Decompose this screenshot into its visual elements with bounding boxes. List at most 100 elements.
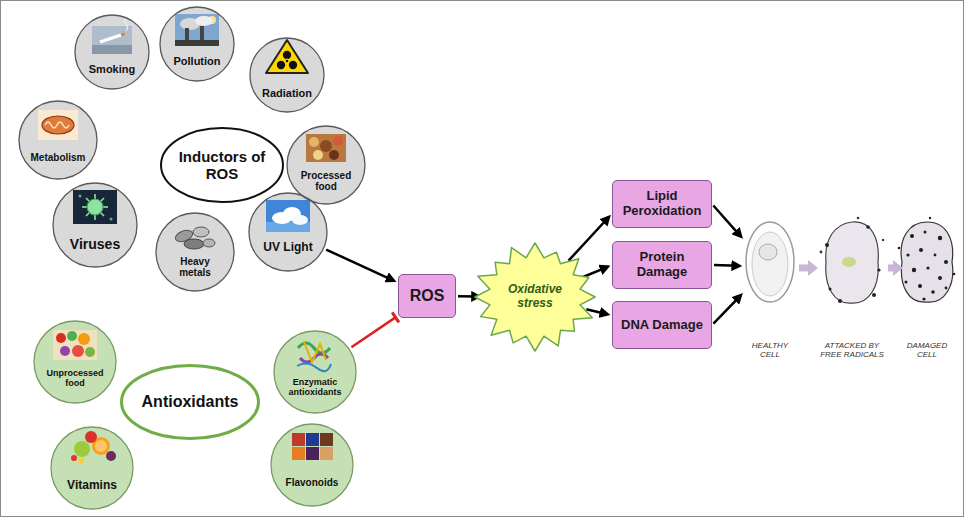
heavy-metals-icon (193, 227, 209, 237)
damaged-cell-picture (898, 247, 901, 250)
vitamins-icon (71, 455, 77, 461)
group-ellipse: Antioxidants (120, 364, 260, 440)
attacked-cell-picture (820, 251, 823, 254)
radiation-icon (277, 61, 285, 69)
node-outline (159, 6, 235, 82)
damaged-cell-picture (926, 266, 929, 269)
node-label: Lipid Peroxidation (620, 189, 704, 219)
attacked-cell-picture (838, 299, 842, 303)
inducer-circle: Radiation (249, 37, 325, 113)
enzyme-ribbon-icon (298, 343, 330, 353)
attacked-cell-picture (857, 217, 860, 220)
flavonoids-icon (292, 433, 305, 446)
circle-outline (160, 7, 234, 81)
radiation-icon (266, 40, 308, 73)
processed-food-icon (320, 140, 332, 152)
damaged-cell-picture (931, 290, 935, 294)
circle-fill (274, 331, 356, 413)
vitamins-icon (74, 441, 90, 457)
process-box: DNA Damage (612, 301, 712, 349)
arrow-connector (714, 264, 738, 267)
node-label: Pollution (173, 55, 220, 68)
antioxidant-circle: Flavonoids (270, 423, 354, 507)
virus-icon (86, 198, 104, 216)
radiation-icon (266, 40, 308, 73)
inducer-circle: UV Light (248, 192, 328, 272)
damaged-cell-picture (929, 217, 931, 219)
unprocessed-food-icon (85, 347, 95, 357)
radiation-icon (286, 60, 289, 63)
circle-outline (51, 427, 133, 509)
node-outline (249, 37, 325, 113)
node-label: Antioxidants (142, 393, 239, 411)
damaged-cell-picture (906, 253, 909, 256)
node-label: DAMAGED CELL (904, 341, 950, 359)
antioxidant-circle: Vitamins (50, 426, 134, 510)
node-outline (33, 320, 117, 404)
attacked-cell-picture (882, 239, 884, 241)
ellipse-outline (122, 366, 259, 439)
damaged-cell-picture (901, 222, 953, 302)
attacked-cell-picture (877, 268, 880, 271)
smoking-icon (125, 19, 128, 31)
circle-fill (75, 15, 149, 89)
processed-food-icon (309, 137, 319, 147)
processed-food-icon (306, 134, 346, 162)
smoking-icon (92, 45, 132, 54)
unprocessed-food-icon (78, 333, 90, 345)
arrow-connector (583, 267, 606, 277)
attacked-cell-picture (829, 288, 832, 291)
circle-fill (34, 321, 116, 403)
pollution-icon (195, 16, 213, 26)
arrow-connector (713, 296, 739, 323)
inducer-circle: Heavy metals (155, 212, 235, 292)
virus-icon (86, 198, 104, 216)
radiation-icon (289, 61, 297, 69)
node-outline (155, 212, 235, 292)
node-label: Oxidative stress (505, 283, 565, 311)
damaged-cell-picture (912, 268, 916, 272)
uv-sky-icon (266, 200, 310, 232)
circle-outline (19, 101, 97, 179)
pollution-icon (185, 28, 189, 42)
arrow-connector (458, 295, 478, 298)
flavonoids-icon (292, 447, 305, 460)
inducer-circle: Metabolism (18, 100, 98, 180)
damaged-cell-picture (944, 260, 948, 264)
circle-outline (53, 183, 137, 267)
node-outline (286, 125, 366, 205)
damaged-cell-picture (919, 248, 923, 252)
circle-fill (287, 126, 365, 204)
circle-fill (156, 213, 234, 291)
node-label: Flavonoids (286, 477, 339, 489)
vitamins-icon (85, 431, 97, 443)
circle-outline (250, 38, 324, 112)
virus-icon (87, 199, 103, 215)
node-label: Heavy metals (173, 256, 217, 279)
virus-icon (82, 194, 108, 220)
healthy-cell-picture (759, 244, 777, 260)
node-label: Unprocessed food (44, 368, 106, 389)
healthy-cell-picture (746, 222, 794, 302)
circle-outline (274, 331, 356, 413)
vitamins-icon (78, 458, 84, 464)
process-box: ROS (398, 274, 456, 318)
smoking-icon (92, 19, 132, 54)
circle-fill (160, 7, 234, 81)
arrow-connector (586, 309, 606, 314)
node-label: Enzymatic antioxidants (283, 377, 347, 398)
circle-fill (51, 427, 133, 509)
damaged-cell-picture (945, 287, 948, 290)
flavonoids-icon (320, 433, 333, 446)
node-outline (52, 182, 138, 268)
circle-outline (287, 126, 365, 204)
stress-burst: Oxidative stress (471, 241, 599, 353)
burst-outline (475, 243, 595, 351)
mitochondrion-icon (42, 116, 74, 134)
circle-outline (271, 424, 353, 506)
unprocessed-food-icon (53, 330, 97, 360)
cell-figure: DAMAGED CELL (904, 215, 950, 365)
